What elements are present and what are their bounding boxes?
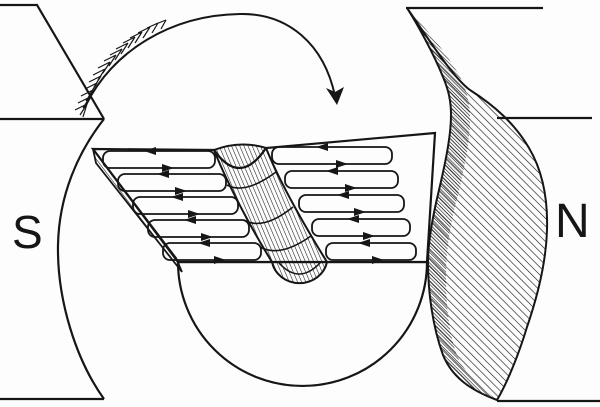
eddy-current-loop [102,147,216,172]
eddy-current-loop [311,215,411,240]
current-arrow-left-icon [358,239,370,247]
armature-lower-half [176,260,429,388]
south-pole-top-horn [0,3,105,121]
eddy-current-loop [271,143,393,168]
loop-outline [162,242,262,261]
current-arrow-right-icon [345,184,357,192]
south-pole-piece [0,3,105,401]
crescent-dense-hatch-band [407,8,497,400]
current-arrow-right-icon [162,164,174,172]
current-arrow-left-icon [157,170,169,178]
rotation-arrow [74,12,344,118]
north-pole-label: N [555,195,590,248]
loop-outline [325,242,417,261]
current-arrow-left-icon [171,193,183,201]
shaft-notch-arc [213,147,267,169]
shaft-end-cap-arc [278,262,321,275]
loop-outline [311,218,411,237]
arrowhead-icon [326,87,344,105]
current-arrow-left-icon [316,143,328,151]
loop-outline [102,150,216,169]
eddy-loop-group-left [102,147,262,264]
current-arrow-right-icon [336,160,348,168]
eddy-current-loop [298,191,405,216]
current-arrow-right-icon [214,256,226,264]
slab-left-end-face [92,148,183,273]
feather-fletching-icon [74,19,167,118]
current-arrow-left-icon [184,216,196,224]
eddy-current-loop [117,170,227,195]
south-pole-label: S [12,206,43,258]
eddy-current-loop [325,239,417,264]
eddy-current-loop [284,167,399,192]
current-arrow-left-icon [347,215,359,223]
armature-slab [90,131,437,285]
current-arrow-right-icon [363,232,375,240]
eddy-loop-group-right [271,143,417,264]
shaft-ring-3 [259,235,312,252]
loop-outline [132,196,239,215]
eddy-current-loop [162,239,262,264]
loop-outline [271,146,393,165]
current-arrow-left-icon [337,191,349,199]
south-pole-face-arc [56,118,105,400]
loop-outline [284,170,399,189]
current-arrow-right-icon [175,187,187,195]
rotation-arrow-shaft [85,12,336,106]
eddy-current-loop [147,216,250,241]
shaft-half-cylinder [212,143,329,285]
current-arrow-right-icon [201,233,213,241]
current-arrow-right-icon [188,210,200,218]
eddy-current-loop [132,193,239,218]
north-pole-piece [406,6,600,403]
loop-outline [117,173,227,192]
shaft-ring-1 [226,171,277,189]
current-arrow-left-icon [326,167,338,175]
loop-outline [298,194,405,213]
loop-outline [147,219,250,238]
current-arrow-left-icon [198,239,210,247]
current-arrow-left-icon [144,147,156,155]
current-arrow-right-icon [372,256,384,264]
current-arrow-right-icon [354,208,366,216]
